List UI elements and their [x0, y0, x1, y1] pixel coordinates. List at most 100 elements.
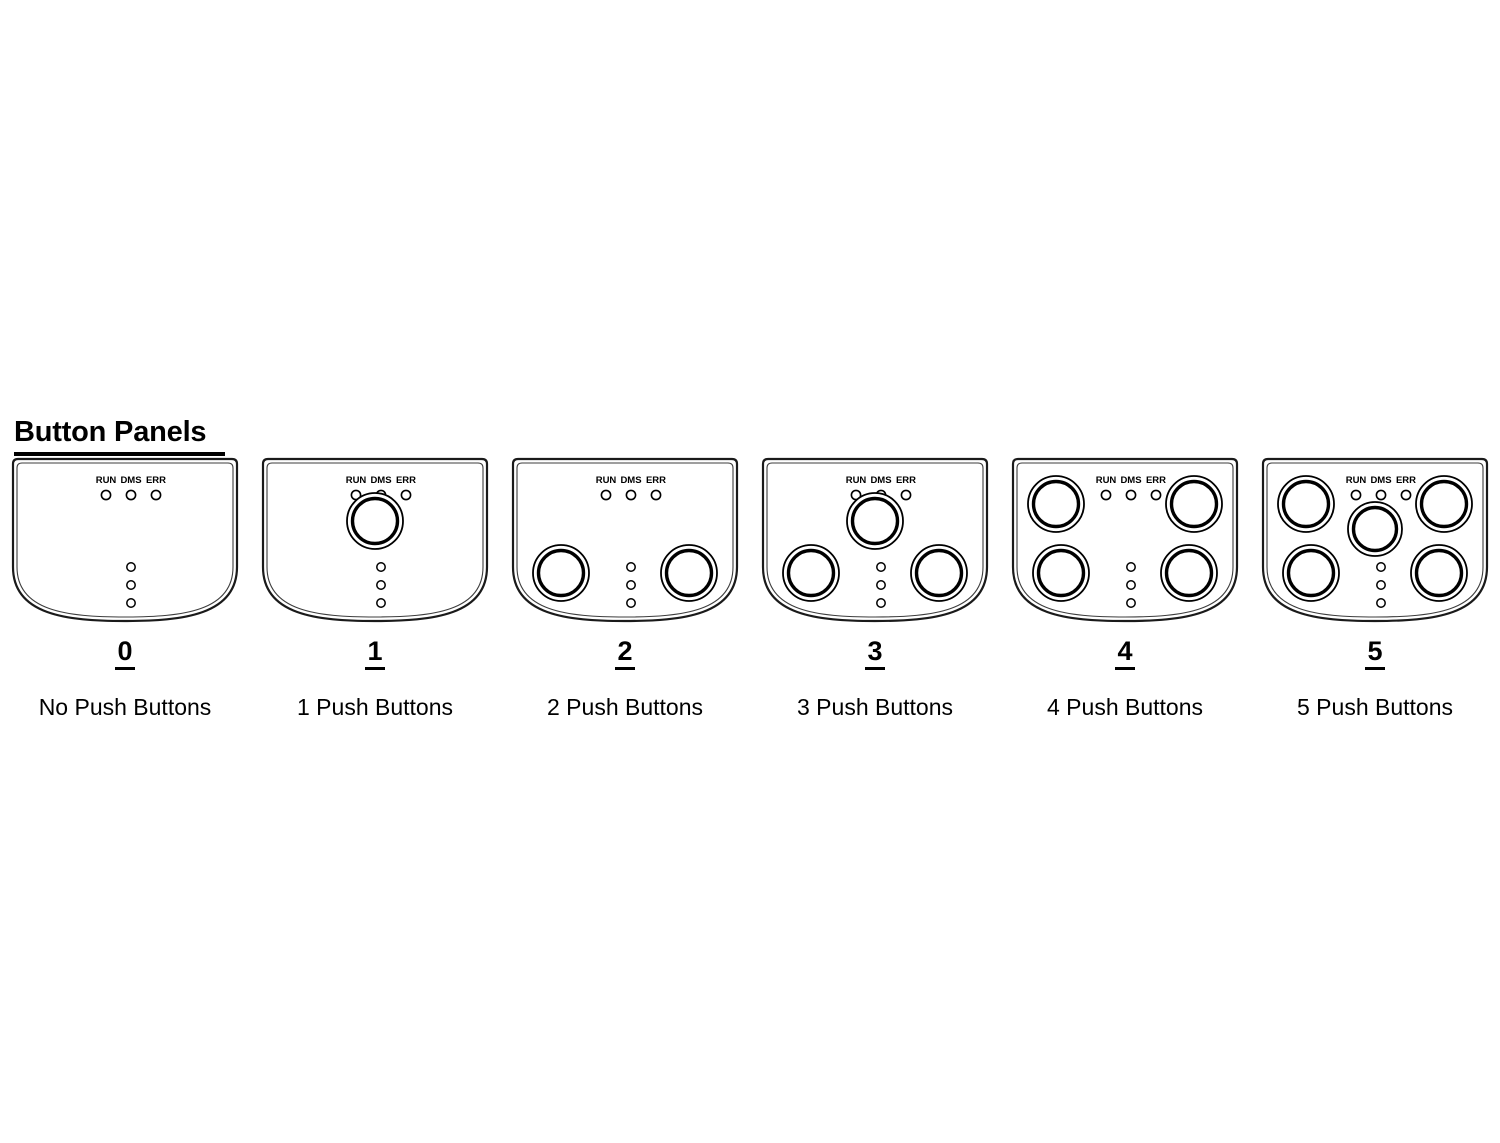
push-button[interactable] [1032, 544, 1090, 602]
push-button[interactable] [910, 544, 968, 602]
led-label-err: ERR [1146, 475, 1166, 486]
push-button[interactable] [1165, 475, 1223, 533]
indicator-dot [1126, 562, 1136, 572]
led-indicator-dms [625, 489, 637, 501]
panel-number: 4 [1115, 636, 1135, 670]
led-label-run: RUN [596, 475, 617, 486]
led-indicator-dms [125, 489, 137, 501]
push-button[interactable] [1160, 544, 1218, 602]
indicator-dot [626, 580, 636, 590]
indicator-dot [876, 598, 886, 608]
panel-caption: 5 Push Buttons [1297, 694, 1453, 720]
indicator-dot [626, 562, 636, 572]
indicator-dot [1376, 598, 1386, 608]
led-label-dms: DMS [870, 475, 891, 486]
indicator-dot [1376, 562, 1386, 572]
push-button[interactable] [346, 492, 404, 550]
led-indicator-err [650, 489, 662, 501]
panel-number-underline [865, 667, 885, 670]
led-indicator-run [1350, 489, 1362, 501]
panel-body-inner-outline [1016, 462, 1234, 618]
push-button[interactable] [782, 544, 840, 602]
panel-caption: 2 Push Buttons [547, 694, 703, 720]
push-button[interactable] [532, 544, 590, 602]
push-button[interactable] [1410, 544, 1468, 602]
led-indicator-dms [1375, 489, 1387, 501]
led-label-dms: DMS [1120, 475, 1141, 486]
indicator-dot [876, 580, 886, 590]
led-indicator-err [400, 489, 412, 501]
indicator-dot [376, 562, 386, 572]
panel-body-inner-outline [266, 462, 484, 618]
led-indicator-run [600, 489, 612, 501]
panel-body-inner-outline [1266, 462, 1484, 618]
panel-number: 2 [615, 636, 635, 670]
led-indicator-err [150, 489, 162, 501]
push-button[interactable] [846, 492, 904, 550]
led-label-err: ERR [146, 475, 166, 486]
indicator-dot [626, 598, 636, 608]
panel-number-wrap-3: 3 [750, 636, 1000, 670]
push-button[interactable] [1415, 475, 1473, 533]
led-label-dms: DMS [370, 475, 391, 486]
panel-number: 5 [1365, 636, 1385, 670]
led-label-run: RUN [1346, 475, 1367, 486]
led-label-run: RUN [1096, 475, 1117, 486]
led-label-err: ERR [646, 475, 666, 486]
panel-body-outline [11, 457, 239, 623]
panel-body-inner-outline [16, 462, 234, 618]
led-indicator-run [1100, 489, 1112, 501]
indicator-dot [1376, 580, 1386, 590]
panel-caption: No Push Buttons [38, 694, 212, 720]
led-label-err: ERR [396, 475, 416, 486]
indicator-dot [376, 580, 386, 590]
push-button[interactable] [1282, 544, 1340, 602]
panel-body-inner-outline [766, 462, 984, 618]
panel-body-inner-outline [516, 462, 734, 618]
indicator-dot [1126, 598, 1136, 608]
panel-number-wrap-0: 0 [0, 636, 250, 670]
panel-number-wrap-5: 5 [1250, 636, 1500, 670]
led-label-dms: DMS [1370, 475, 1391, 486]
panel-number: 3 [865, 636, 885, 670]
push-button[interactable] [660, 544, 718, 602]
led-indicator-err [1150, 489, 1162, 501]
indicator-dot [1126, 580, 1136, 590]
led-label-err: ERR [1396, 475, 1416, 486]
panel-number-wrap-4: 4 [1000, 636, 1250, 670]
panel-number: 0 [115, 636, 135, 670]
led-indicator-err [900, 489, 912, 501]
panel-number-underline [1115, 667, 1135, 670]
push-button[interactable] [1277, 475, 1335, 533]
indicator-dot [126, 580, 136, 590]
led-label-dms: DMS [620, 475, 641, 486]
indicator-dot [876, 562, 886, 572]
push-button[interactable] [1027, 475, 1085, 533]
led-label-dms: DMS [120, 475, 141, 486]
led-label-run: RUN [346, 475, 367, 486]
led-label-run: RUN [96, 475, 117, 486]
figure-title-block: Button Panels [14, 416, 414, 456]
indicator-dot [376, 598, 386, 608]
panel-caption: 4 Push Buttons [1047, 694, 1203, 720]
panel-number: 1 [365, 636, 385, 670]
led-indicator-run [100, 489, 112, 501]
panel-number-wrap-2: 2 [500, 636, 750, 670]
indicator-dot [126, 598, 136, 608]
push-button[interactable] [1347, 501, 1403, 557]
title-underline [14, 452, 225, 456]
